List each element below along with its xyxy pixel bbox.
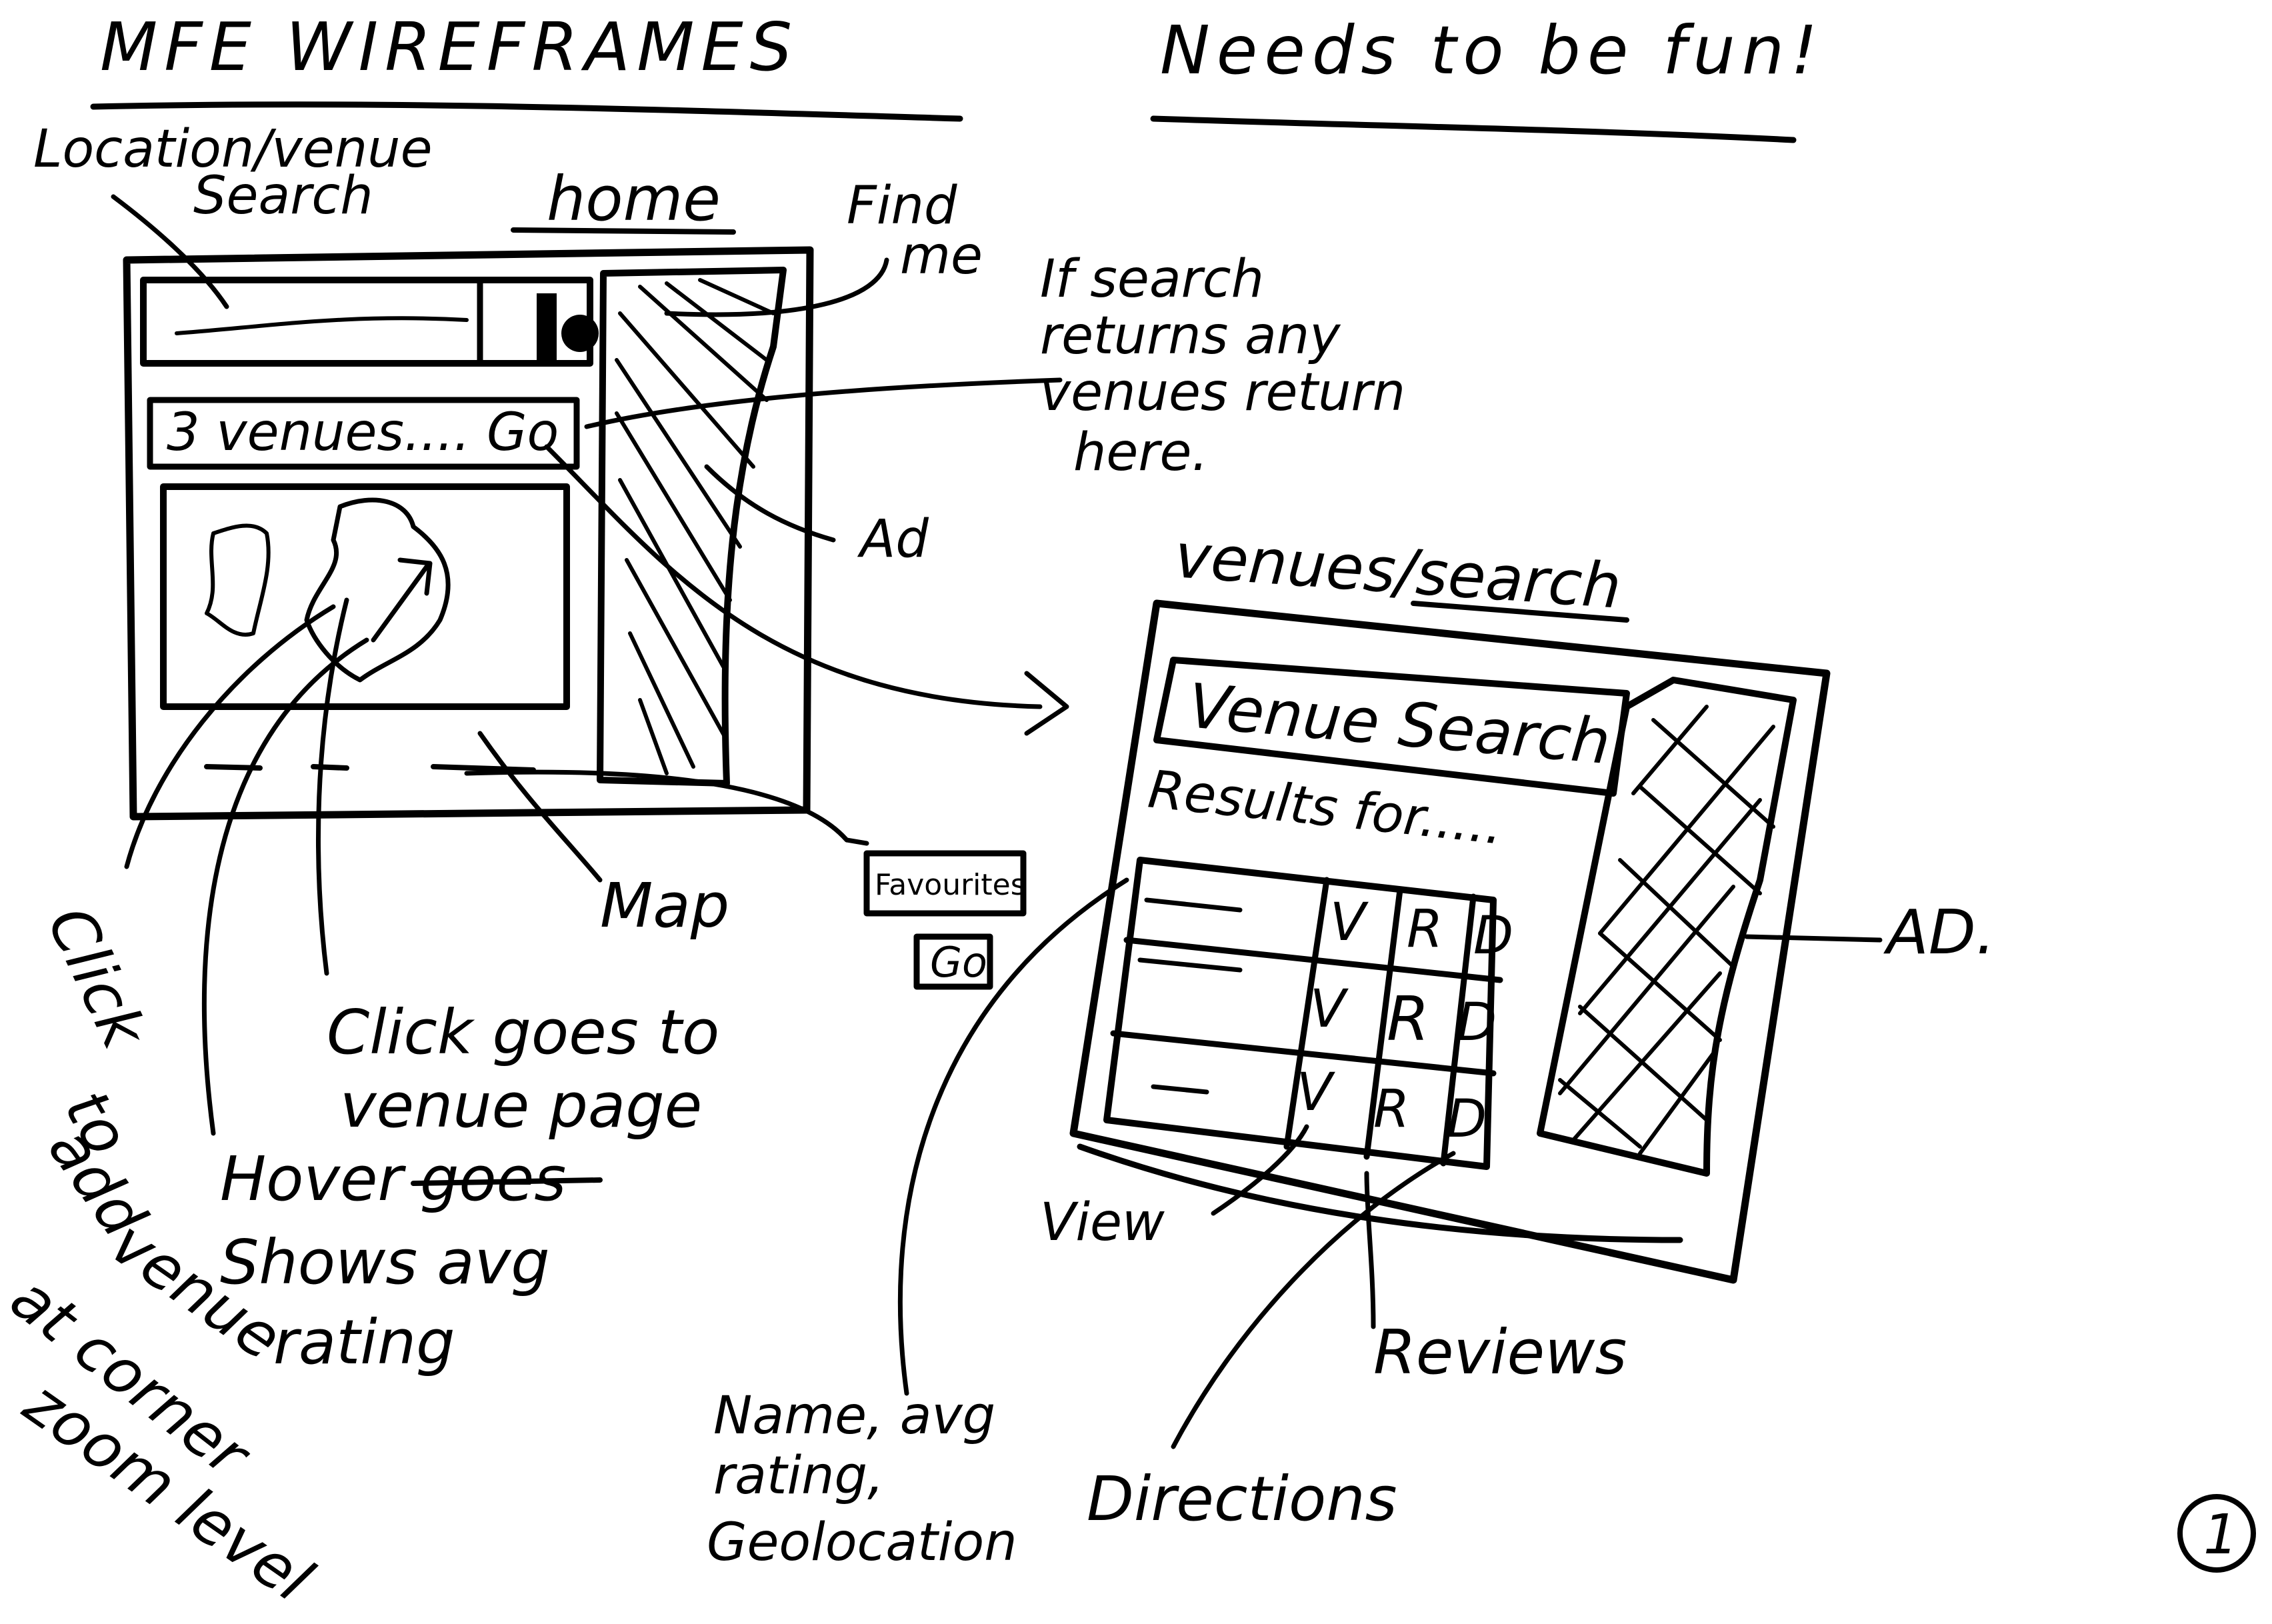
home-go-button-label: Go — [930, 938, 987, 987]
table-row: V R D — [1137, 957, 1497, 1055]
find-me-pointer — [664, 257, 889, 317]
tagline-underline — [1150, 115, 1797, 143]
find-me-label-1: Find — [847, 176, 957, 236]
return-note-3: venues return — [1040, 363, 1405, 423]
title-underline — [90, 101, 963, 122]
page-header: MFE WIREFRAMES Needs to be fun! — [90, 8, 1824, 143]
view-label: View — [1040, 1193, 1165, 1253]
results-arrow-head — [1024, 671, 1069, 736]
name-note-3: Geolocation — [707, 1513, 1017, 1573]
reviews-pointer — [1364, 1171, 1376, 1329]
location-search-label-1: Location/venue — [33, 119, 433, 179]
results-table: V R D V R D V R D — [1077, 857, 1683, 1243]
location-search-label-2: Search — [193, 166, 373, 226]
map-dash-2 — [311, 764, 349, 771]
venues-frame — [1069, 599, 1831, 1284]
home-frame — [123, 246, 814, 821]
view-pointer — [1211, 1124, 1309, 1216]
map-pointer-arrow — [371, 557, 433, 643]
click-note-2: venue page — [340, 1070, 702, 1141]
return-note-1: If search — [1040, 249, 1264, 309]
results-col-divider-1 — [1283, 877, 1330, 1150]
home-search-box — [140, 277, 593, 367]
map-country-2 — [304, 497, 451, 683]
find-me-label-2: me — [900, 226, 983, 286]
page-title: MFE WIREFRAMES — [100, 8, 799, 86]
page-number-text: 1 — [2203, 1503, 2238, 1567]
home-ad-label: Ad — [857, 509, 929, 569]
results-table-base — [1077, 1143, 1683, 1243]
reviews-label: Reviews — [1373, 1317, 1627, 1388]
home-search-scribble — [175, 316, 469, 335]
home-heading-underline — [511, 227, 736, 235]
row-3-view: V — [1297, 1063, 1335, 1123]
table-row: V R D — [1144, 893, 1513, 966]
name-note-pointer — [897, 877, 1129, 1396]
row-3-directions: D — [1447, 1089, 1487, 1149]
favourites-pointer — [464, 769, 869, 846]
row-2-directions: D — [1457, 993, 1497, 1053]
home-map — [160, 483, 570, 710]
row-1-reviews: R — [1407, 899, 1443, 959]
favourites-button — [863, 850, 1027, 917]
venues-ad-label: AD. — [1883, 897, 1995, 968]
row-1-directions: D — [1473, 906, 1513, 966]
click-note-1: Click goes to — [327, 997, 719, 1068]
home-heading: home — [547, 163, 721, 235]
directions-label: Directions — [1087, 1463, 1397, 1535]
hover-strikethrough — [411, 1177, 603, 1186]
return-note-2: returns any — [1040, 306, 1341, 366]
results-col-divider-2 — [1363, 887, 1403, 1160]
home-ad-pointer — [704, 464, 836, 543]
results-arrow — [544, 444, 1043, 709]
hover-note-2: Shows avg — [220, 1227, 550, 1298]
name-note-1: Name, avg — [713, 1386, 995, 1446]
row-3-reviews: R — [1373, 1079, 1409, 1139]
venues-ad-crosshatch — [1558, 705, 1775, 1155]
directions-pointer — [1171, 1151, 1456, 1449]
row-3-name-scribble — [1151, 1084, 1209, 1095]
home-results-bar — [147, 397, 580, 470]
venue-search-box — [1153, 657, 1630, 797]
find-me-icon — [561, 315, 599, 352]
home-map-pointer — [477, 731, 603, 883]
hover-note-1: Hover — [220, 1143, 407, 1215]
map-country-1 — [205, 523, 271, 637]
row-1-name-scribble — [1144, 897, 1243, 913]
home-ad-hatching — [615, 278, 775, 775]
home-search-button — [537, 293, 557, 360]
row-2-name-scribble — [1137, 957, 1243, 973]
row-1-view: V — [1330, 893, 1369, 953]
home-go-button — [913, 933, 993, 990]
venues-search-heading: venues/search — [1172, 520, 1623, 623]
favourites-button-label: Favourites — [875, 868, 1026, 902]
return-note-4: here. — [1073, 423, 1208, 483]
name-note-2: rating, — [713, 1446, 884, 1506]
results-col-divider-3 — [1440, 893, 1477, 1167]
add-venue-pointer — [124, 604, 336, 869]
return-note-pointer — [584, 377, 1063, 429]
hover-note-3: rating — [273, 1307, 455, 1378]
venues-search-wireframe: venues/search Venue Search Results for..… — [707, 520, 1995, 1573]
home-results-text: 3 venues.... Go — [167, 403, 559, 463]
click-note-pointer — [316, 597, 349, 976]
table-row: V R D — [1151, 1063, 1487, 1149]
row-2-view: V — [1310, 979, 1349, 1039]
add-venue-note-1: Click — [33, 896, 161, 1061]
map-dash-3 — [431, 764, 536, 773]
row-2-reviews: R — [1387, 983, 1429, 1055]
page-tagline: Needs to be fun! — [1160, 11, 1824, 89]
page-number-circle — [2177, 1494, 2256, 1573]
page-number: 1 — [2177, 1494, 2256, 1573]
venues-ad-pointer — [1744, 934, 1883, 943]
location-search-pointer — [111, 194, 229, 309]
hover-note-pointer — [201, 637, 369, 1136]
home-map-label: Map — [600, 870, 729, 941]
venues-search-heading-underline — [1411, 601, 1629, 623]
